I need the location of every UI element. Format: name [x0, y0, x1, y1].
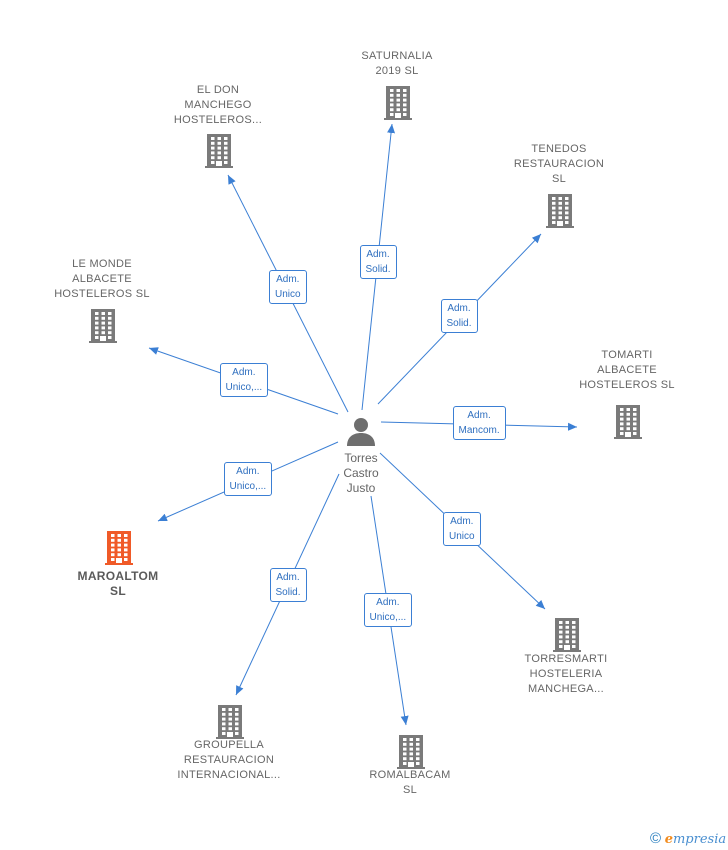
edge-label-saturnalia[interactable]: Adm.Solid. — [359, 245, 397, 279]
building-icon — [397, 735, 425, 769]
brand-name: mpresia — [672, 832, 727, 847]
edge-label-romalbacam[interactable]: Adm.Unico,... — [363, 593, 413, 627]
copyright-symbol: © — [650, 830, 662, 847]
building-icon — [205, 134, 233, 168]
edge-label-el-don[interactable]: Adm.Unico — [269, 270, 307, 304]
building-icon — [105, 531, 133, 565]
brand-initial: e — [664, 832, 673, 847]
edge-label-tenedos[interactable]: Adm.Solid. — [440, 299, 478, 333]
building-icon — [546, 194, 574, 228]
building-icon — [553, 618, 581, 652]
footer-brand: © empresia — [650, 830, 726, 847]
edge-label-tomarti[interactable]: Adm.Mancom. — [452, 406, 506, 440]
edge-label-le-monde[interactable]: Adm.Unico,... — [219, 363, 269, 397]
building-icon — [384, 86, 412, 120]
building-icon — [216, 705, 244, 739]
edge-label-groupella[interactable]: Adm.Solid. — [269, 568, 307, 602]
edge-label-torresmarti[interactable]: Adm.Unico — [443, 512, 481, 546]
building-icon — [614, 405, 642, 439]
person-icon — [347, 418, 375, 446]
building-icon — [89, 309, 117, 343]
edge-label-maroaltom[interactable]: Adm.Unico,... — [223, 462, 273, 496]
